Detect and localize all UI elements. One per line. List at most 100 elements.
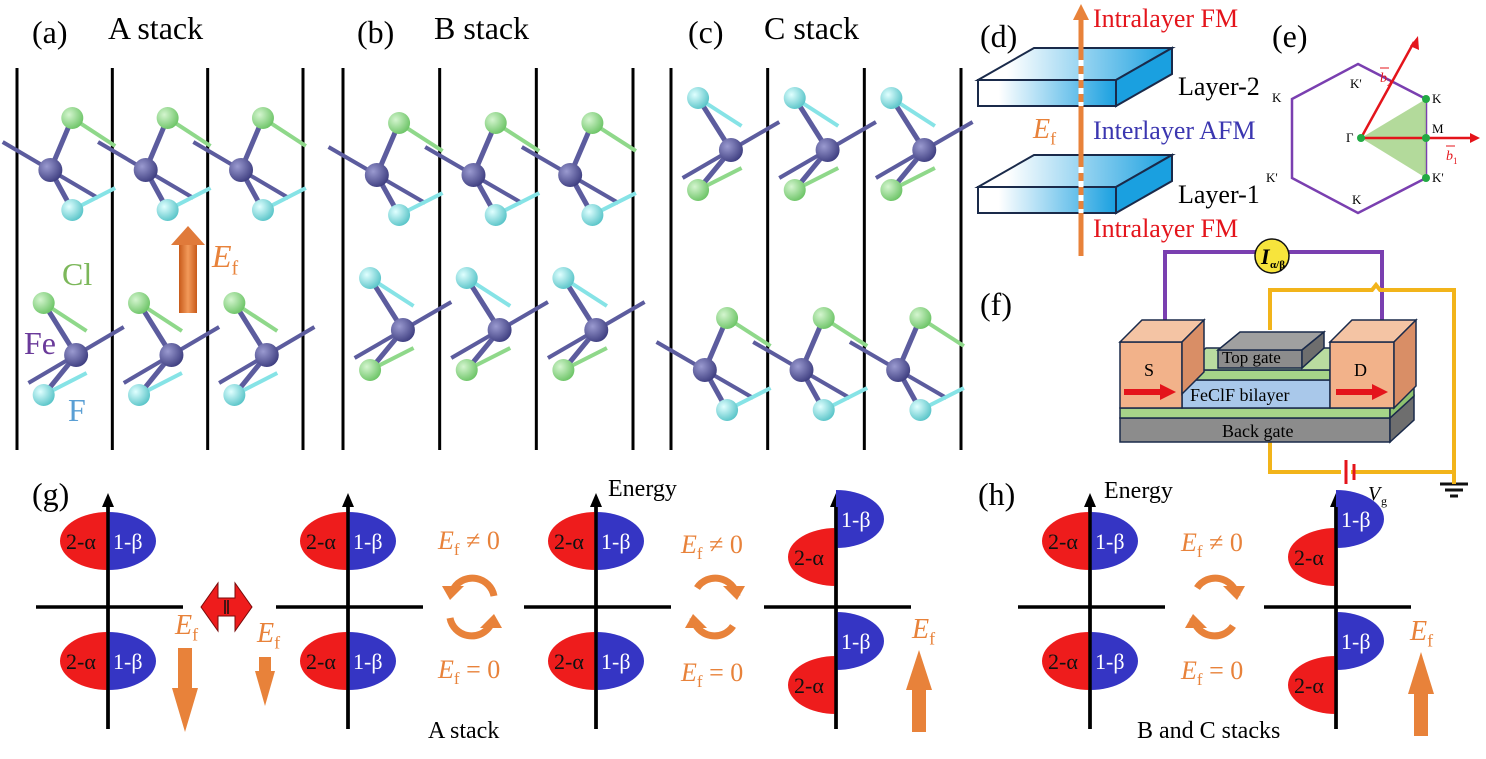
f-atom xyxy=(812,399,835,421)
fe-atom xyxy=(254,343,279,367)
field-label-a: Ef xyxy=(212,238,239,280)
cl-atom xyxy=(716,307,739,329)
cl-atom xyxy=(552,359,575,381)
beta-band-label: 1-β xyxy=(601,649,631,674)
transition-label-nonzero-2: Ef ≠ 0 xyxy=(681,530,743,564)
axis-arrowhead xyxy=(102,493,114,507)
k-point xyxy=(1422,95,1430,103)
f-atom xyxy=(388,204,411,226)
beta-band-label: 1-β xyxy=(113,529,143,554)
alpha-band-label: 2-α xyxy=(794,545,824,570)
alpha-band xyxy=(1288,528,1336,586)
cl-atom xyxy=(359,359,382,381)
energy-axis-label-h: Energy xyxy=(1104,478,1173,504)
cl-atom xyxy=(128,292,151,314)
beta-band xyxy=(108,512,156,570)
field-label-g2: Ef xyxy=(257,618,281,653)
gamma-point xyxy=(1357,134,1365,142)
transition-label-zero-2: Ef = 0 xyxy=(681,658,744,692)
f-atom xyxy=(909,399,932,421)
cycle-arrowhead xyxy=(442,586,464,600)
alpha-band xyxy=(1042,632,1090,690)
crystal-structures xyxy=(1,68,974,450)
f-atom xyxy=(716,399,739,421)
drain-label: D xyxy=(1354,360,1367,380)
cycle-arrowhead xyxy=(685,614,707,628)
beta-band xyxy=(836,612,884,670)
f-atom xyxy=(223,384,246,406)
fe-atom xyxy=(692,358,717,382)
cl-atom xyxy=(455,359,478,381)
bz-labels: Γ M K K' K K' K' K b 1 b 2 xyxy=(1266,67,1458,207)
kprime-point xyxy=(1422,174,1430,182)
alpha-band-label: 2-α xyxy=(554,649,584,674)
alpha-band xyxy=(1288,656,1336,714)
b2-label: b xyxy=(1380,71,1387,86)
cl-atom xyxy=(156,107,179,129)
f-atom xyxy=(484,204,507,226)
cl-atom xyxy=(783,179,806,201)
k-label-bottom: K xyxy=(1352,192,1362,207)
f-atom xyxy=(880,87,903,109)
axis-arrowhead xyxy=(342,493,354,507)
fe-atom xyxy=(390,318,415,342)
top-gate-label: Top gate xyxy=(1222,348,1281,367)
cl-atom xyxy=(32,292,55,314)
atom-label-f: F xyxy=(68,392,86,428)
field-axis-arrow-d xyxy=(1073,4,1089,256)
beta-band xyxy=(108,632,156,690)
field-arrow-up-g xyxy=(906,650,932,732)
beta-band-label: 1-β xyxy=(601,529,631,554)
field-label-d: Ef xyxy=(1033,114,1057,149)
axis-arrowhead xyxy=(1084,493,1096,507)
kprime-label-top: K' xyxy=(1350,76,1362,91)
beta-band xyxy=(348,512,396,570)
f-atom xyxy=(687,87,710,109)
beta-band xyxy=(836,490,884,548)
panel-d-diagram xyxy=(974,4,1176,256)
alpha-band xyxy=(788,656,836,714)
cl-atom xyxy=(61,107,84,129)
cl-atom xyxy=(812,307,835,329)
fe-atom xyxy=(584,318,609,342)
cl-atom xyxy=(581,112,604,134)
alpha-band-label: 2-α xyxy=(306,649,336,674)
cycle-arrowhead xyxy=(1185,614,1207,628)
beta-band-label: 1-β xyxy=(841,507,871,532)
alpha-band xyxy=(548,632,596,690)
panel-a-label: (a) xyxy=(32,14,68,50)
cl-atom xyxy=(484,112,507,134)
fe-atom xyxy=(64,343,89,367)
gate-voltage-subscript: g xyxy=(1381,494,1387,508)
caption-a-stack: A stack xyxy=(428,718,500,744)
source-label: S xyxy=(1144,360,1154,380)
transition-label-zero-3: Ef = 0 xyxy=(1181,656,1244,690)
f-atom xyxy=(581,204,604,226)
m-point xyxy=(1422,134,1430,142)
k-label-right: K xyxy=(1432,91,1442,106)
alpha-band-label: 2-α xyxy=(1294,673,1324,698)
alpha-band xyxy=(60,632,108,690)
beta-band xyxy=(1336,612,1384,670)
panel-b-label: (b) xyxy=(357,14,395,50)
layer-1-slab xyxy=(974,153,1176,215)
panel-b-title: B stack xyxy=(434,10,530,46)
beta-band-label: 1-β xyxy=(1095,649,1125,674)
beta-band-label: 1-β xyxy=(1341,629,1371,654)
f-atom xyxy=(783,87,806,109)
f-atom xyxy=(156,199,179,221)
alpha-band xyxy=(788,528,836,586)
kprime-label-right: K' xyxy=(1432,170,1444,185)
layer-1-label: Layer-1 xyxy=(1178,180,1260,209)
m-label: M xyxy=(1432,121,1444,136)
panel-c-title: C stack xyxy=(764,10,860,46)
fe-atom xyxy=(38,158,63,182)
f-atom xyxy=(251,199,274,221)
alpha-band xyxy=(300,512,348,570)
transition-cycles xyxy=(442,574,1245,640)
alpha-band-label: 2-α xyxy=(66,529,96,554)
fe-atom xyxy=(912,138,937,162)
atom-label-fe: Fe xyxy=(24,325,56,361)
panel-c-label: (c) xyxy=(688,14,724,50)
